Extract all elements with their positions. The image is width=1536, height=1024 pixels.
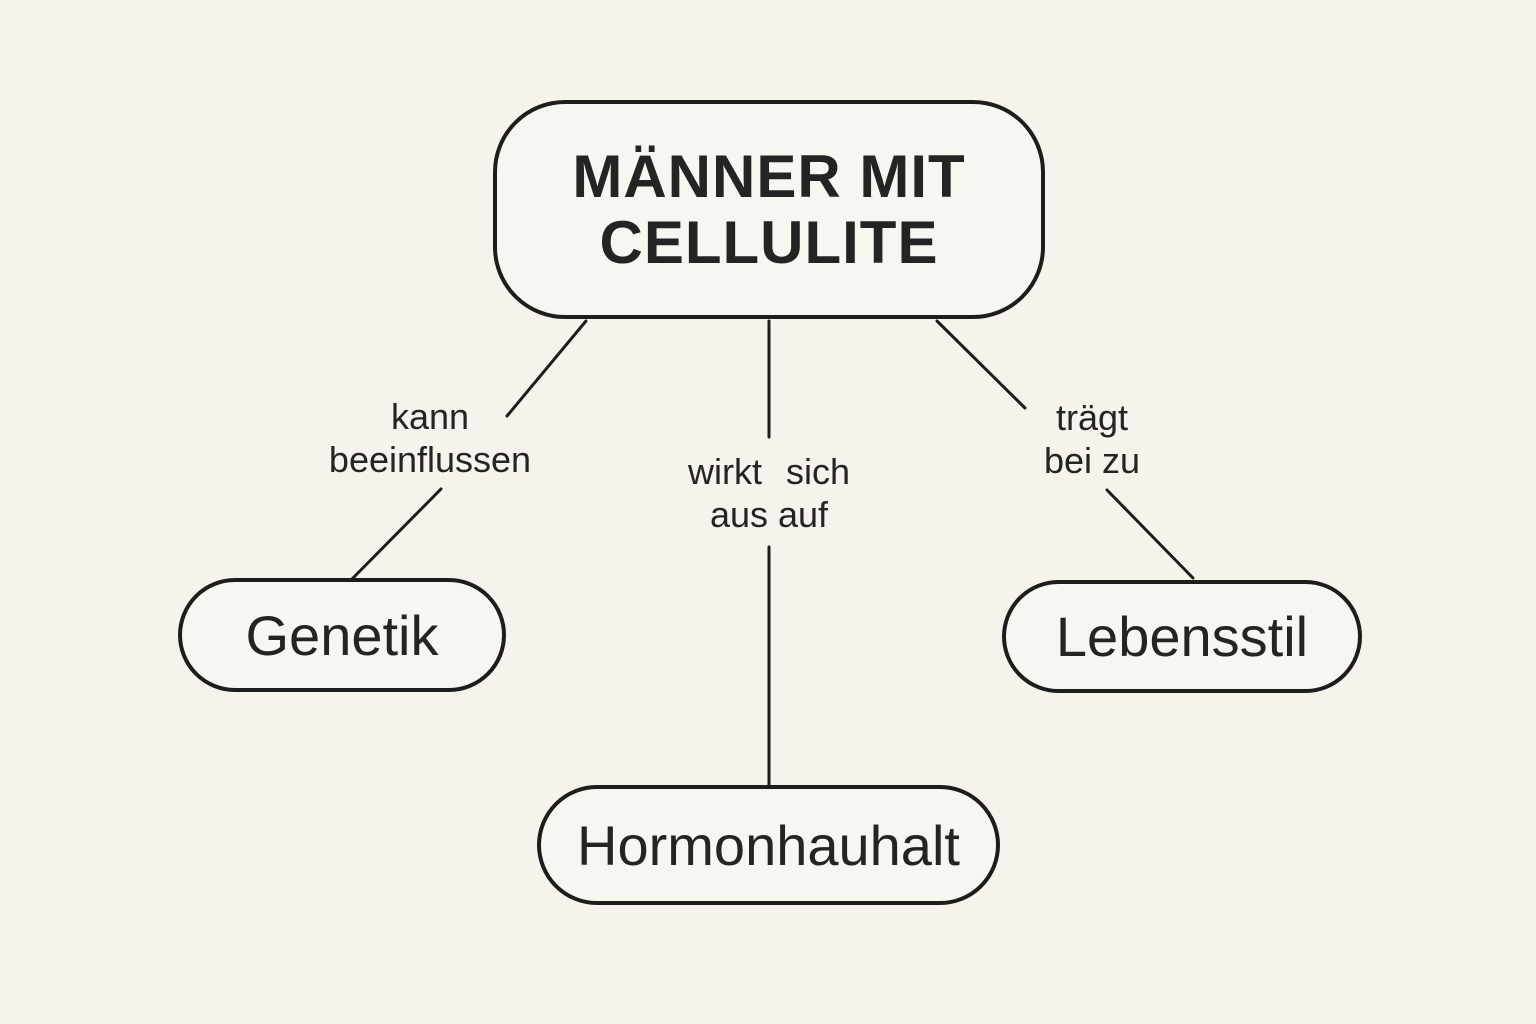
root-node-label-line-1: MÄNNER MIT (572, 142, 966, 210)
edge-root-to-genetik-lower-segment (350, 487, 443, 581)
edge-label-line: wirkt sich (687, 451, 850, 492)
edge-label-traegt-bei-zu: trägt bei zu (992, 396, 1192, 482)
node-label: Genetik (245, 603, 439, 667)
edge-label-line: beeinflussen (328, 439, 532, 480)
edge-label-line: aus auf (709, 494, 829, 535)
node-label: Lebensstil (1055, 605, 1309, 668)
node-lebensstil: Lebensstil (1002, 580, 1362, 693)
edge-label-line: trägt (1055, 397, 1129, 438)
edge-label-wirkt-sich-aus-auf: wirkt sich aus auf (619, 450, 919, 536)
edge-root-to-genetik-upper-segment (505, 319, 588, 418)
node-hormonhauhalt: Hormonhauhalt (537, 785, 1000, 905)
node-label: Hormonhauhalt (577, 813, 960, 877)
edge-root-to-lebensstil-lower-segment (1105, 488, 1195, 580)
edge-root-to-lebensstil-upper-segment (935, 319, 1027, 410)
edge-label-kann-beeinflussen: kann beeinflussen (280, 395, 580, 481)
node-genetik: Genetik (178, 578, 506, 692)
edge-label-line: bei zu (1043, 440, 1141, 481)
root-node-label-line-2: CELLULITE (599, 208, 939, 276)
node-maenner-mit-cellulite: MÄNNER MIT CELLULITE (493, 100, 1045, 319)
edge-label-line: kann (390, 396, 470, 437)
